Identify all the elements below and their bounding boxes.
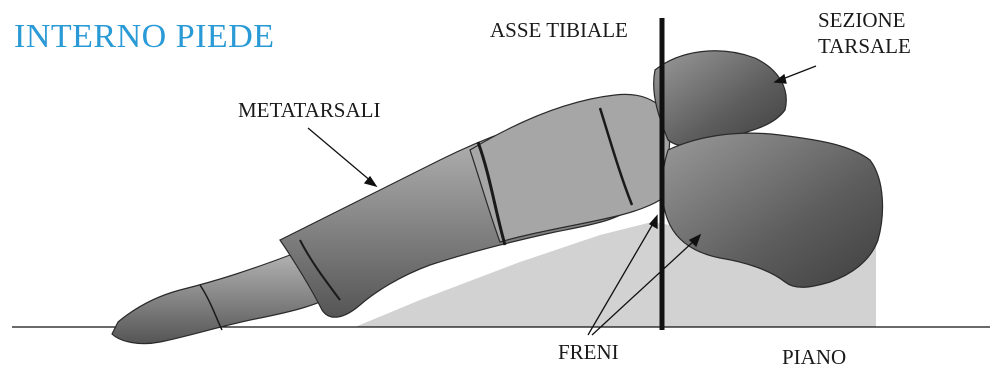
tarsal-section-arrow xyxy=(780,66,816,80)
metatarsals-label: METATARSALI xyxy=(238,98,380,123)
tibial-axis-label: ASSE TIBIALE xyxy=(490,18,628,43)
page-title: INTERNO PIEDE xyxy=(14,18,275,56)
tarsal-section-label-line1: SEZIONE xyxy=(818,8,906,33)
tarsal-section-label-line2: TARSALE xyxy=(818,34,911,59)
brakes-label: FRENI xyxy=(558,340,619,365)
talus-bone xyxy=(654,51,787,146)
metatarsals-arrow xyxy=(308,128,372,182)
plane-label: PIANO xyxy=(782,345,846,370)
metatarsals-arrowhead xyxy=(365,177,376,186)
